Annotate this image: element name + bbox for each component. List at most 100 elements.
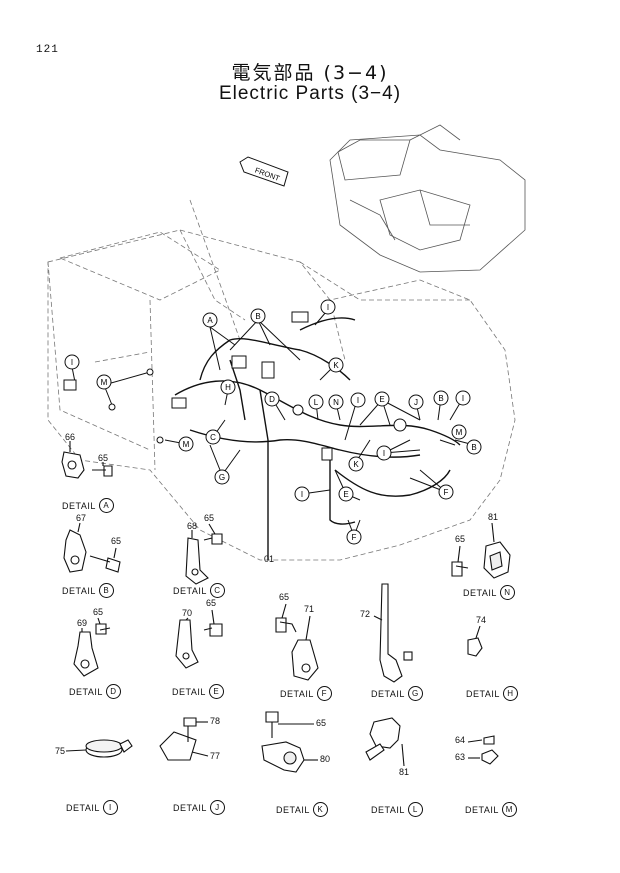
detail-caption-g: DETAIL G (371, 686, 423, 701)
part-number: 65 (204, 513, 215, 523)
detail-caption-a: DETAIL A (62, 498, 114, 513)
detail-drawings (61, 441, 511, 773)
detail-letter-badge: E (208, 684, 224, 699)
clip-74-icon (467, 637, 483, 657)
callout-letter: K (333, 361, 339, 370)
part-number: 70 (182, 608, 193, 618)
callout-letter: C (210, 433, 216, 442)
part-number: 01 (264, 554, 275, 564)
part-number: 65 (111, 536, 122, 546)
detail-caption-i: DETAIL I (66, 800, 118, 815)
detail-word: DETAIL (466, 688, 500, 699)
callout-letter: M (456, 428, 463, 437)
detail-word: DETAIL (173, 585, 207, 596)
detail-letter-badge: K (312, 802, 328, 817)
detail-word: DETAIL (371, 804, 405, 815)
callout-letter: N (333, 398, 339, 407)
bracket-72-icon (379, 583, 403, 683)
callout-letter: H (225, 383, 231, 392)
part-number: 65 (455, 534, 466, 544)
detail-letter-badge: F (316, 686, 332, 701)
part-number: 68 (187, 521, 198, 531)
detail-word: DETAIL (173, 802, 207, 813)
detail-caption-b: DETAIL B (62, 583, 114, 598)
detail-word: DETAIL (62, 585, 96, 596)
bolt-65-icon (203, 623, 223, 637)
detail-word: DETAIL (276, 804, 310, 815)
part-number: 75 (55, 746, 66, 756)
callout-letter: J (414, 398, 418, 407)
callout-letters: A B I I M H C M G D L N I E J B I K M B … (71, 303, 477, 542)
detail-caption-l: DETAIL L (371, 802, 423, 817)
callout-letter: M (101, 378, 108, 387)
detail-word: DETAIL (172, 686, 206, 697)
callout-letter: L (314, 398, 319, 407)
washer-64-icon (483, 735, 495, 745)
bolt-65-icon (203, 533, 223, 545)
callout-letter: E (343, 490, 348, 499)
detail-caption-h: DETAIL H (466, 686, 518, 701)
bolt-78-icon (183, 717, 197, 742)
callout-letter: I (462, 394, 464, 403)
callout-letter: D (269, 395, 275, 404)
nut-63-icon (481, 749, 499, 765)
bolt-65-icon (265, 711, 279, 738)
detail-word: DETAIL (463, 587, 497, 598)
detail-letter-badge: I (102, 800, 118, 815)
bolt-65-icon (95, 623, 111, 635)
detail-caption-j: DETAIL J (173, 800, 225, 815)
callout-letter: B (438, 394, 443, 403)
callout-letter: I (357, 396, 359, 405)
detail-caption-c: DETAIL C (173, 583, 225, 598)
bolt-65-icon (275, 617, 297, 633)
callout-circles (64, 299, 482, 545)
callout-letter: I (71, 358, 73, 367)
callout-letter: B (471, 443, 476, 452)
clamp-70-icon (175, 619, 199, 669)
part-number: 78 (210, 716, 221, 726)
callout-letter: G (219, 473, 225, 482)
detail-letter-badge: J (209, 800, 225, 815)
detail-word: DETAIL (66, 802, 100, 813)
part-number: 63 (455, 752, 466, 762)
detail-caption-e: DETAIL E (172, 684, 224, 699)
detail-word: DETAIL (465, 804, 499, 815)
part-number: 69 (77, 618, 88, 628)
harness-components (63, 311, 407, 461)
detail-caption-k: DETAIL K (276, 802, 328, 817)
bolt-65-icon (365, 743, 385, 761)
callout-letter: I (327, 303, 329, 312)
clamp-68-icon (185, 537, 209, 585)
bracket-77-icon (159, 731, 197, 761)
callout-letter: F (352, 533, 357, 542)
page-title-english: Electric Parts (3−4) (218, 83, 402, 104)
part-number: 65 (93, 607, 104, 617)
detail-letter-badge: H (502, 686, 518, 701)
detail-letter-badge: N (499, 585, 515, 600)
callout-letter: M (183, 440, 190, 449)
page-number: 121 (36, 44, 59, 56)
bolt-65-icon (451, 561, 469, 577)
machine-outline (47, 199, 516, 561)
part-number: 65 (206, 598, 217, 608)
detail-letter-badge: G (407, 686, 423, 701)
part-number: 81 (488, 512, 499, 522)
part-number: 81 (399, 767, 410, 777)
part-number: 65 (279, 592, 290, 602)
callout-letter: F (444, 488, 449, 497)
part-number: 65 (316, 718, 327, 728)
detail-letter-badge: C (209, 583, 225, 598)
detail-letter-badge: A (98, 498, 114, 513)
callout-letter: K (353, 460, 359, 469)
clamp-67-icon (63, 529, 87, 573)
callout-letter: A (207, 316, 213, 325)
part-number: 80 (320, 754, 331, 764)
part-number: 67 (76, 513, 87, 523)
leader-lines (71, 311, 475, 537)
part-number: 71 (304, 604, 315, 614)
clamp-81-icon (369, 717, 401, 749)
detail-caption-d: DETAIL D (69, 684, 121, 699)
part-number: 74 (476, 615, 487, 625)
front-arrow-icon: FRONT (239, 156, 289, 187)
part-number: 77 (210, 751, 221, 761)
